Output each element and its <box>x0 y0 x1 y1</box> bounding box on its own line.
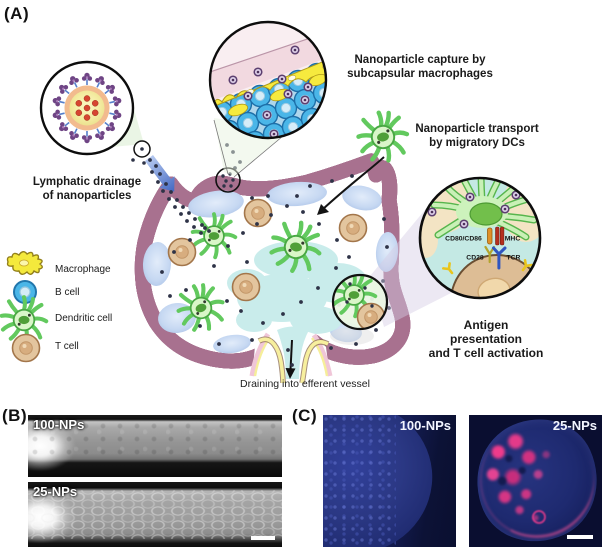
antigen-inset: CD80/CD86 MHC CD28 TCR <box>418 176 542 300</box>
antigen-magnifier <box>331 273 389 331</box>
shadow <box>330 327 374 345</box>
nanoparticle-ring <box>131 140 151 165</box>
fluorescence-node-25nps: 25-NPs <box>469 415 602 547</box>
fluorescence-label: 25-NPs <box>552 418 597 433</box>
fluorescence-node-100nps: 100-NPs <box>323 415 456 547</box>
cell-speckle-texture <box>323 415 397 547</box>
cd28-label: CD28 <box>466 255 484 262</box>
nanoparticle-signal <box>469 415 602 547</box>
cd80-cd86-label: CD80/CD86 <box>445 236 482 243</box>
lymph-node <box>142 143 403 384</box>
top-inset-cone-lines <box>213 119 290 178</box>
antigen-annotation: Antigen presentation and T cell activati… <box>428 318 544 361</box>
cd28-receptor <box>484 245 496 264</box>
drainage-annotation: Lymphatic drainage of nanoparticles <box>32 176 142 202</box>
drug-cargo-dots <box>75 95 99 121</box>
legend-label-b-cell: B cell <box>55 287 80 298</box>
tcr-label: TCR <box>507 255 521 262</box>
legend-label-dendritic-cell: Dendritic cell <box>55 313 113 324</box>
panel-c-tag: (C) <box>292 406 318 425</box>
mhc-receptor <box>495 226 500 246</box>
tcr-receptor <box>492 246 507 270</box>
nanoparticle-inset <box>39 60 135 156</box>
cd80-cd86-receptor <box>487 227 493 245</box>
micrograph-label: 25-NPs <box>33 484 78 499</box>
transport-annotation: Nanoparticle transport by migratory DCs <box>415 123 539 149</box>
receptor-pairs <box>442 226 533 277</box>
subcapsular-inset <box>208 20 328 140</box>
dc-nucleus <box>469 202 503 226</box>
vessel-texture <box>28 420 282 462</box>
receptor-labels: CD80/CD86 MHC CD28 TCR <box>445 236 520 262</box>
legend-label-macrophage: Macrophage <box>55 264 111 275</box>
efferent-vessel <box>249 326 333 384</box>
inset-t-cell <box>450 254 539 297</box>
capture-annotation: Nanoparticle capture by subcapsular macr… <box>347 54 493 80</box>
inset-dendritic-cell <box>430 179 538 241</box>
scale-bar <box>567 535 593 539</box>
micrograph-vessel-100nps: 100-NPs <box>28 415 282 477</box>
fluorescence-label: 100-NPs <box>399 418 451 433</box>
nanoparticle <box>50 72 124 144</box>
mhc-label: MHC <box>505 236 521 243</box>
panel-a-tag: (A) <box>4 4 30 23</box>
legend <box>2 251 46 363</box>
signal-ring <box>531 510 546 525</box>
lymph-node-schematic: CD80/CD86 MHC CD28 TCR <box>0 20 542 384</box>
micrograph-label: 100-NPs <box>33 417 85 432</box>
afferent-drainage <box>145 155 211 235</box>
micrograph-vessel-25nps: 25-NPs <box>28 482 282 547</box>
t-cell-icon <box>11 333 41 363</box>
draining-annotation: Draining into efferent vessel <box>240 378 370 390</box>
drainage-dots <box>148 158 211 235</box>
macrophage-icon <box>6 251 43 275</box>
scale-bar <box>251 536 275 540</box>
panel-b-tag: (B) <box>2 406 28 425</box>
lymphatic-network-texture <box>28 490 282 539</box>
legend-label-t-cell: T cell <box>55 341 79 352</box>
dc-migration-arrow <box>317 156 385 215</box>
